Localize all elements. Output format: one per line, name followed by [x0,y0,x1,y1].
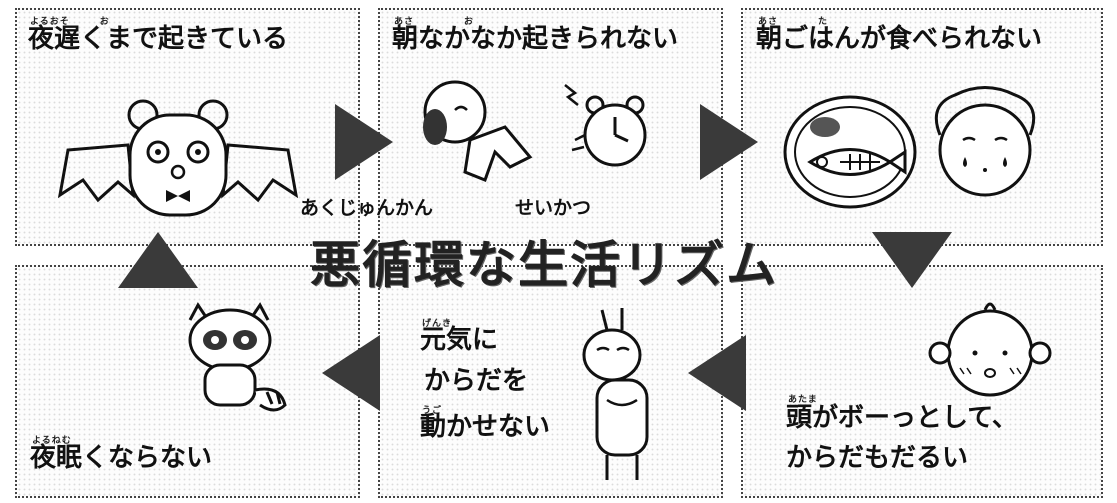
title-ruby-right: せいかつ [515,197,592,219]
caption-late-night: 夜遅くまで起きている [28,24,289,54]
arrow-left-icon [322,335,380,411]
breakfast-plate-illustration [783,95,917,209]
ruby-no-energy-2: うご [422,406,443,416]
alarm-clock-icon [564,84,647,167]
caption-no-breakfast: 朝ごはんが食べられない [756,24,1043,54]
tired-face-icon [928,302,1052,397]
arrow-left-icon [688,335,746,411]
caption-no-energy-line-3: 動かせない [420,412,551,442]
arrow-up-icon [118,232,198,288]
caption-cant-wake: 朝なかなか起きられない [392,24,679,54]
caption-no-energy-line-1: 元気に [420,325,499,355]
caption-foggy-head-line-1: 頭がボーっとして、 [786,403,1018,433]
arrow-right-icon [700,104,758,180]
panel-foggy-head [741,265,1103,498]
goat-illustration [582,308,649,480]
panel-no-energy [378,265,723,498]
arrow-right-icon [335,104,393,180]
ruby-cant-sleep: よるねむ [32,436,72,446]
ruby-late-night: よるおそ お [30,17,110,27]
caption-cant-sleep: 夜眠くならない [30,443,213,473]
raccoon-illustration [188,302,287,412]
bat-illustration [58,99,298,217]
sleepy-dog-illustration [423,80,533,182]
panel-cant-sleep [15,265,360,498]
title-ruby-left: あくじゅんかん [300,197,434,219]
sad-face-icon [934,86,1036,197]
caption-foggy-head-line-2: からだもだるい [786,443,969,473]
ruby-foggy-head: あたま [788,395,818,405]
arrow-down-icon [872,232,952,288]
ruby-no-breakfast: あさ た [758,17,829,27]
ruby-no-energy-1: げんき [422,319,453,329]
page-title: 悪循環な生活リズム [310,236,778,294]
ruby-cant-wake: あさ お [394,17,475,27]
caption-no-energy-line-2: からだを [424,366,529,396]
